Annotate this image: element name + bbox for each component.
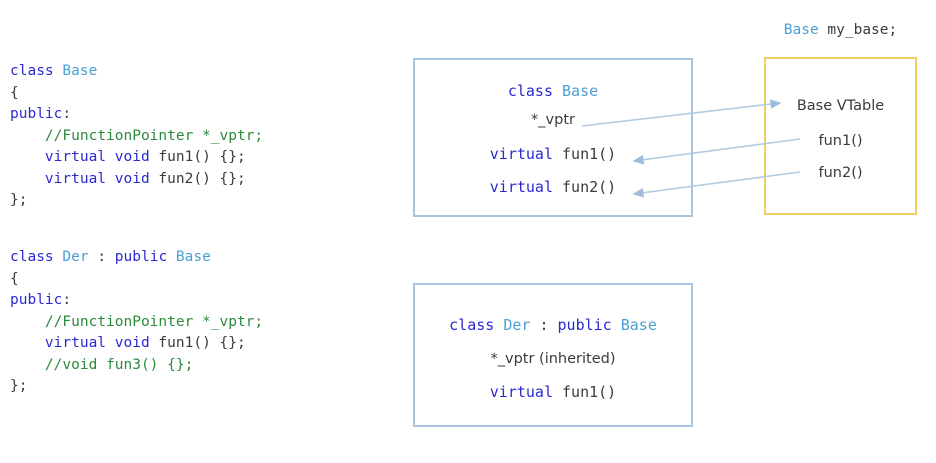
code-token: fun1() {}; (158, 335, 246, 351)
declaration-variable-name: my_base; (818, 22, 898, 38)
code-line: //void fun3() {}; (10, 355, 263, 377)
code-line: //FunctionPointer *_vptr; (10, 126, 263, 148)
code-line: virtual void fun1() {}; (10, 333, 263, 355)
code-line: }; (10, 190, 263, 212)
der-object-title-access: public (557, 316, 621, 334)
code-token: virtual void (44, 335, 159, 351)
vtable-entry-fun2: fun2() (818, 165, 863, 181)
code-line: virtual void fun2() {}; (10, 169, 263, 191)
code-token: }; (10, 378, 28, 394)
code-token: class (10, 249, 63, 265)
code-token: virtual void (44, 170, 159, 187)
code-token: //void fun3() {}; (10, 356, 194, 373)
code-token (10, 149, 45, 165)
der-object-title-keyword: class (449, 316, 504, 334)
base-object-fun1-keyword: virtual (489, 145, 563, 163)
code-line: //FunctionPointer *_vptr; (10, 312, 263, 334)
code-token: { (10, 84, 19, 101)
code-token: public (10, 106, 63, 122)
code-token: //FunctionPointer *_vptr; (10, 127, 264, 144)
base-object-fun2-name: fun2() (562, 178, 617, 196)
code-token (10, 171, 45, 187)
vtable-entry-fun1: fun1() (818, 133, 863, 149)
der-object-layout-box: class Der : public Base *_vptr (inherite… (413, 283, 693, 427)
base-object-fun2-slot: virtual fun2() (415, 178, 691, 196)
code-token: : (62, 106, 72, 122)
base-vtable-box: Base VTable fun1() fun2() (764, 57, 917, 215)
code-token: Der (62, 249, 89, 265)
code-token: fun2() {}; (158, 170, 246, 187)
base-object-vptr-label: *_vptr (531, 112, 575, 128)
declaration-type-name: Base (783, 22, 819, 38)
code-line: { (10, 83, 263, 105)
code-line: class Base (10, 61, 263, 83)
variable-declaration-label: Base my_base; (764, 22, 917, 38)
code-token: : (62, 292, 72, 308)
der-object-fun1-keyword: virtual (489, 383, 563, 401)
der-object-title: class Der : public Base (415, 316, 691, 334)
code-token: public (114, 249, 176, 265)
base-object-title: class Base (415, 82, 691, 100)
code-token: }; (10, 192, 28, 208)
base-object-fun1-slot: virtual fun1() (415, 145, 691, 163)
code-token (10, 335, 45, 351)
base-object-layout-box: class Base *_vptr virtual fun1() virtual… (413, 58, 693, 217)
der-object-fun1-name: fun1() (562, 383, 617, 401)
code-line: class Der : public Base (10, 247, 263, 269)
code-line: public: (10, 104, 263, 126)
code-token: Base (62, 63, 98, 79)
code-token: { (10, 270, 19, 287)
code-token: : (88, 249, 115, 265)
base-object-fun2-keyword: virtual (489, 178, 563, 196)
der-object-title-base: Base (620, 316, 657, 334)
code-line: }; (10, 376, 263, 398)
code-token: class (10, 63, 63, 79)
code-token: fun1() {}; (158, 149, 246, 165)
code-line: virtual void fun1() {}; (10, 147, 263, 169)
code-token: Base (175, 249, 211, 265)
code-line: { (10, 269, 263, 291)
base-object-title-type: Base (562, 82, 599, 100)
code-token: //FunctionPointer *_vptr; (10, 313, 264, 330)
base-object-title-keyword: class (507, 82, 563, 100)
der-object-vptr-label: *_vptr (inherited) (490, 351, 616, 367)
code-block-class-base: class Base{public: //FunctionPointer *_v… (10, 61, 263, 212)
code-block-class-der: class Der : public Base{public: //Functi… (10, 247, 263, 398)
der-object-title-separator: : (530, 316, 558, 334)
code-token: virtual void (44, 149, 159, 165)
der-object-title-type: Der (503, 316, 531, 334)
vtable-title: Base VTable (796, 98, 885, 114)
code-token: public (10, 292, 63, 308)
code-line: public: (10, 290, 263, 312)
base-object-fun1-name: fun1() (562, 145, 617, 163)
der-object-fun1-slot: virtual fun1() (415, 383, 691, 401)
